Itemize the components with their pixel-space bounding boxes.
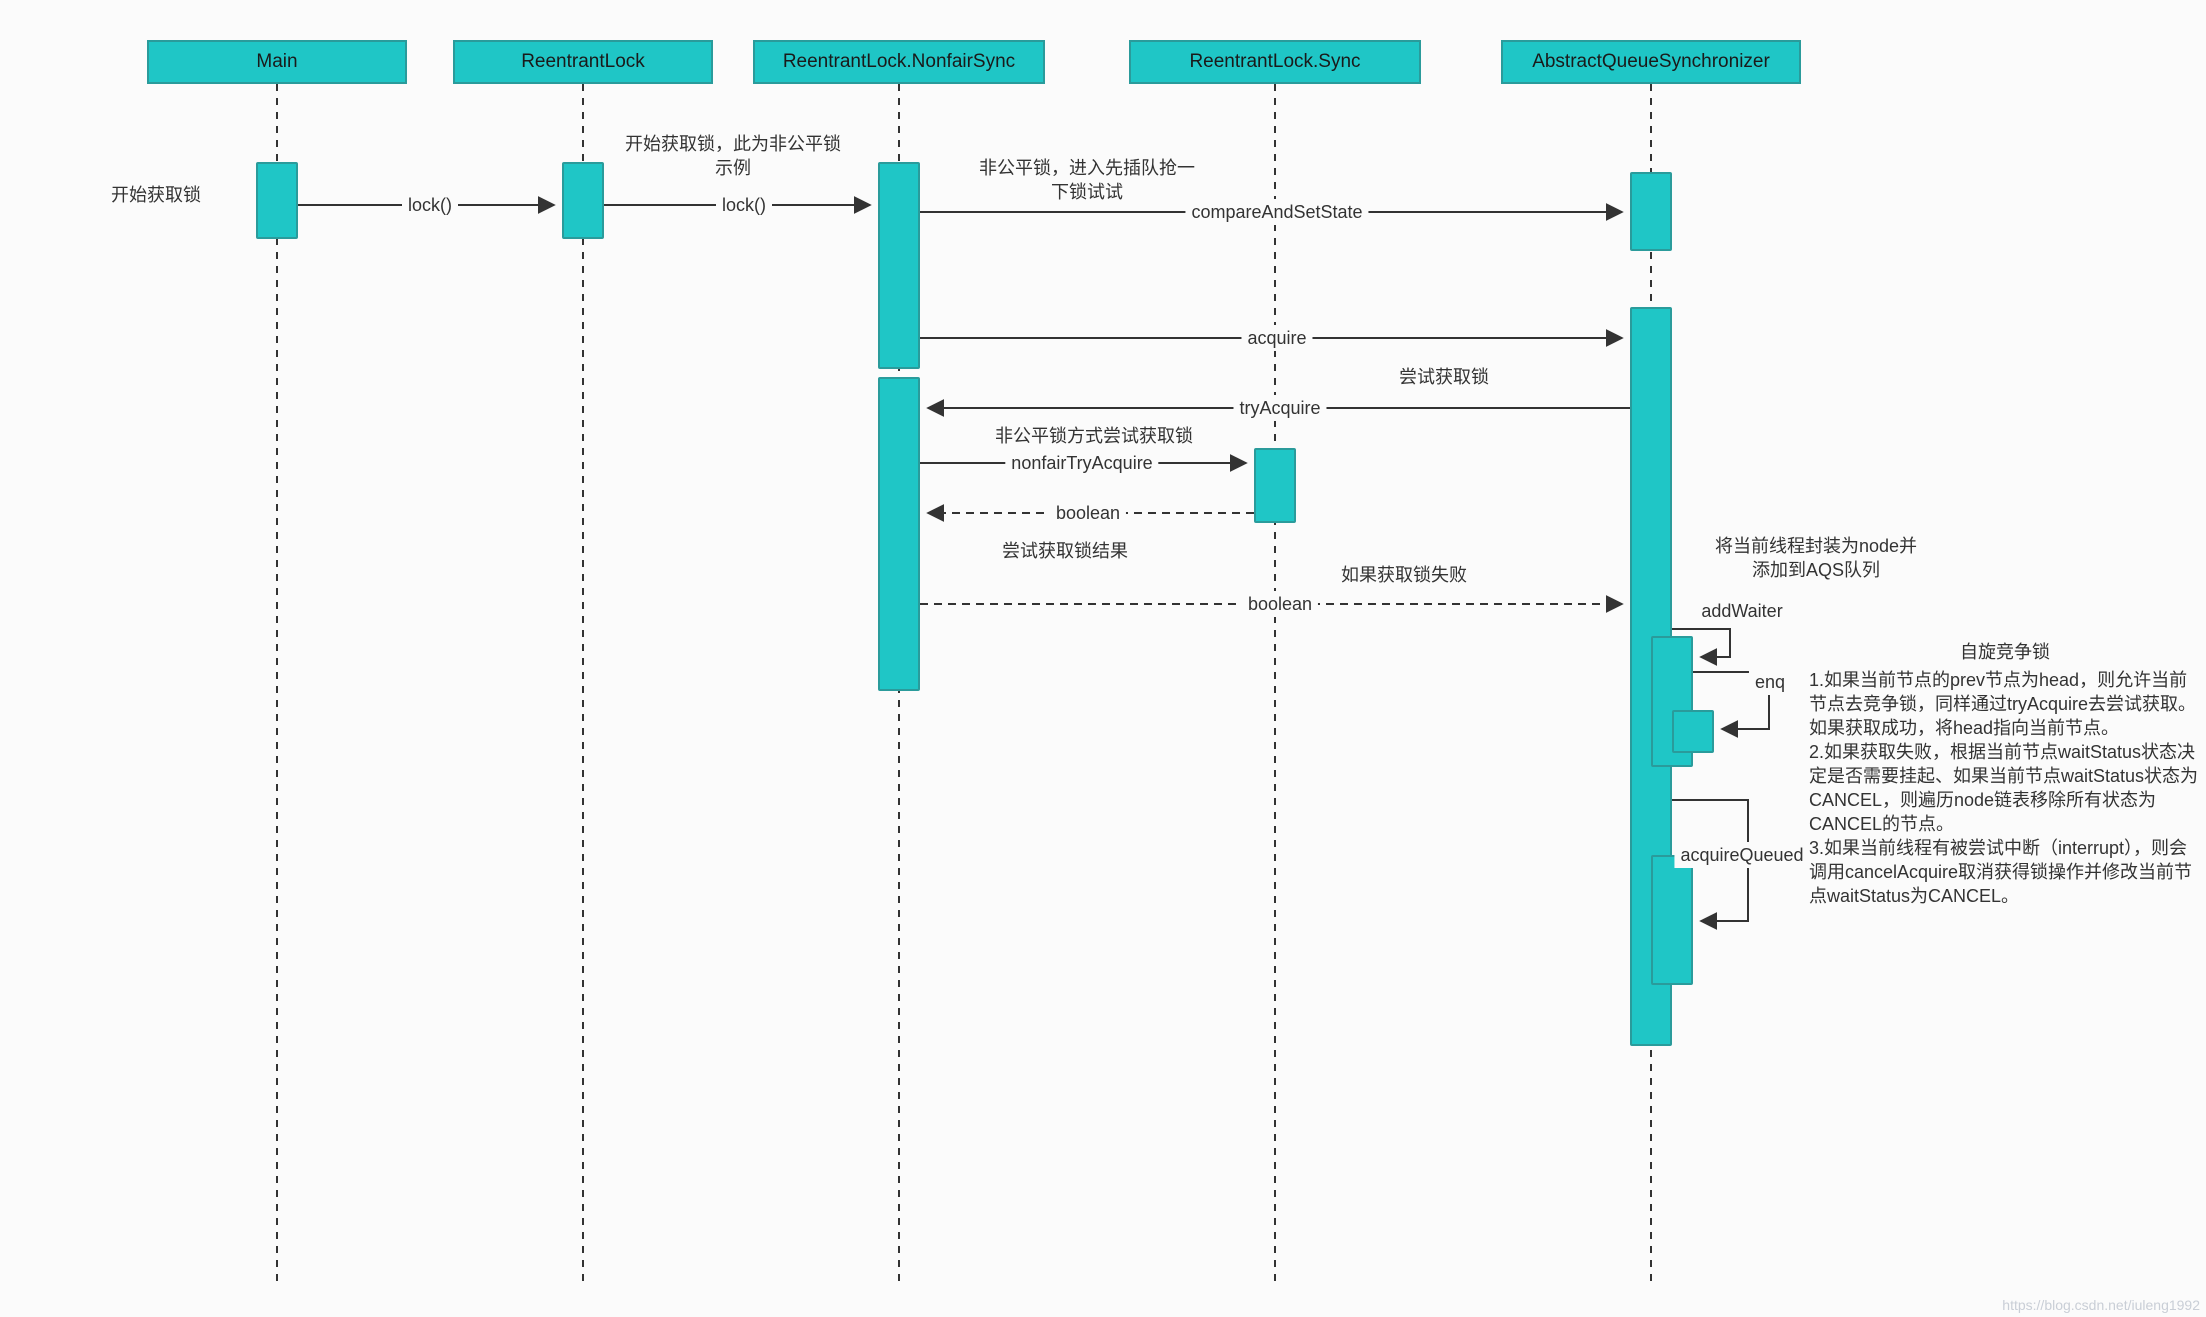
note-line: 示例 bbox=[715, 158, 751, 178]
message-label-try-acquire: tryAcquire bbox=[1233, 395, 1327, 421]
activation-sync bbox=[1254, 448, 1296, 523]
note-line: 非公平锁，进入先插队抢一 bbox=[979, 158, 1195, 178]
actor-label: ReentrantLock.NonfairSync bbox=[782, 51, 1016, 72]
note-spin-title: 自旋竞争锁 bbox=[1960, 642, 2050, 662]
watermark: https://blog.csdn.net/iuleng1992 bbox=[2002, 1297, 2200, 1313]
note-line: 添加到AQS队列 bbox=[1751, 560, 1881, 580]
activation-nonfairsync-1 bbox=[878, 162, 920, 369]
note-line: 将当前线程封装为node并 bbox=[1714, 536, 1918, 556]
actor-label: ReentrantLock.Sync bbox=[1189, 51, 1361, 72]
actor-box-aqs: AbstractQueueSynchronizer bbox=[1501, 40, 1801, 84]
message-label-lock1: lock() bbox=[402, 192, 458, 218]
note-wrap-node: 将当前线程封装为node并 添加到AQS队列 bbox=[1715, 534, 1917, 582]
note-spin-competition: 自旋竞争锁 1.如果当前节点的prev节点为head，则允许当前节点去竞争锁，同… bbox=[1809, 640, 2201, 908]
activation-acquirequeued bbox=[1651, 855, 1693, 985]
note-spin-body: 1.如果当前节点的prev节点为head，则允许当前节点去竞争锁，同样通过try… bbox=[1809, 670, 2199, 906]
activation-enq bbox=[1672, 710, 1714, 753]
message-label-acquire: acquire bbox=[1241, 325, 1313, 351]
message-label-boolean-1: boolean bbox=[1049, 500, 1127, 526]
note-nonfair-try-hint: 非公平锁方式尝试获取锁 bbox=[995, 426, 1193, 446]
message-label-enq: enq bbox=[1748, 669, 1792, 695]
activation-nonfairsync-2 bbox=[878, 377, 920, 691]
message-label-lock2: lock() bbox=[716, 192, 772, 218]
note-fail-hint: 如果获取锁失败 bbox=[1341, 565, 1467, 585]
message-label-start: 开始获取锁 bbox=[111, 185, 201, 205]
actor-box-main: Main bbox=[147, 40, 407, 84]
actor-label: AbstractQueueSynchronizer bbox=[1532, 51, 1770, 72]
message-label-boolean-2: boolean bbox=[1241, 591, 1319, 617]
arrow-enq-self bbox=[1693, 671, 1770, 738]
arrow-add-waiter-self bbox=[1672, 628, 1731, 666]
note-try-acquire-hint: 尝试获取锁 bbox=[1399, 367, 1489, 387]
actor-label: ReentrantLock bbox=[521, 51, 645, 72]
actor-box-sync: ReentrantLock.Sync bbox=[1129, 40, 1421, 84]
actor-box-nonfairsync: ReentrantLock.NonfairSync bbox=[753, 40, 1045, 84]
message-label-acquire-queued: acquireQueued bbox=[1674, 842, 1810, 868]
activation-reentrantlock bbox=[562, 162, 604, 239]
note-line: 开始获取锁，此为非公平锁 bbox=[625, 134, 841, 154]
note-queue-jump: 非公平锁，进入先插队抢一 下锁试试 bbox=[979, 156, 1195, 204]
note-nonfair-example: 开始获取锁，此为非公平锁 示例 bbox=[625, 132, 841, 180]
message-label-compare-and-set: compareAndSetState bbox=[1185, 199, 1369, 225]
activation-aqs-1 bbox=[1630, 172, 1672, 251]
message-label-add-waiter: addWaiter bbox=[1695, 598, 1789, 624]
message-label-nonfair-try-acquire: nonfairTryAcquire bbox=[1005, 450, 1159, 476]
note-line: 下锁试试 bbox=[1051, 182, 1123, 202]
activation-main bbox=[256, 162, 298, 239]
actor-label: Main bbox=[256, 51, 298, 72]
actor-box-reentrantlock: ReentrantLock bbox=[453, 40, 713, 84]
note-try-result-hint: 尝试获取锁结果 bbox=[1002, 541, 1128, 561]
